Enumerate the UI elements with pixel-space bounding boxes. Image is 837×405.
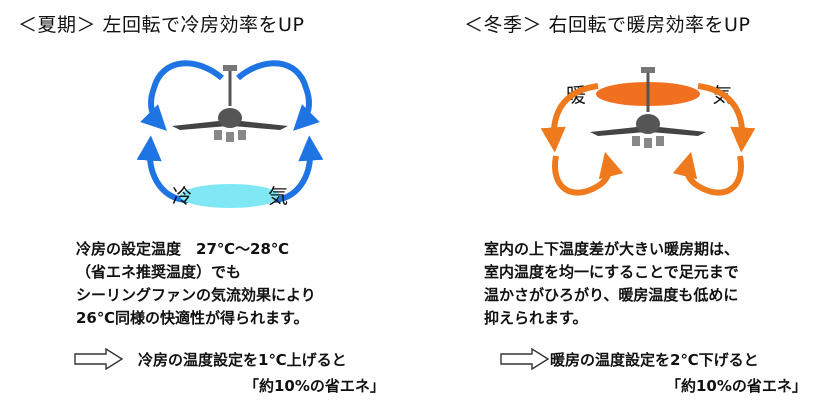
- winter-description: 室内の上下温度差が大きい暖房期は、 室内温度を均一にすることで足元まで 温かさが…: [484, 238, 739, 330]
- winter-flow-arrow-right: [697, 83, 756, 153]
- winter-line: 室内温度を均一にすることで足元まで: [484, 263, 739, 281]
- summer-flow-arrow-right: [236, 60, 320, 131]
- cool-air-ellipse: [180, 184, 280, 208]
- summer-description: 冷房の設定温度 27℃～28℃ （省エネ推奨温度）でも シーリングファンの気流効…: [76, 238, 316, 330]
- ceiling-fan-icon: [590, 67, 706, 148]
- summer-return-arrow-left: [136, 135, 189, 203]
- winter-panel: ＜冬季＞ 右回転で暖房効率をUP 暖 気: [418, 0, 836, 405]
- winter-title: ＜冬季＞ 右回転で暖房効率をUP: [464, 14, 751, 36]
- winter-effect-arrow-icon: [500, 348, 550, 370]
- winter-effect-text: 暖房の温度設定を2℃下げると: [550, 351, 759, 369]
- winter-line: 温かさがひろがり、暖房温度も低めに: [484, 286, 739, 304]
- summer-return-arrow-right: [271, 135, 324, 203]
- summer-line: 冷房の設定温度 27℃～28℃: [76, 240, 290, 258]
- winter-return-arrow-left: [552, 151, 624, 196]
- summer-title: ＜夏期＞ 左回転で冷房効率をUP: [18, 14, 305, 36]
- summer-saving-text: 「約10%の省エネ」: [244, 377, 385, 395]
- summer-panel: ＜夏期＞ 左回転で冷房効率をUP 冷 気: [0, 0, 418, 405]
- summer-line: 26℃同様の快適性が得られます。: [76, 309, 309, 327]
- winter-flow-arrow-left: [540, 83, 599, 153]
- summer-line: （省エネ推奨温度）でも: [76, 263, 242, 281]
- summer-flow-arrow-left: [140, 60, 224, 131]
- ceiling-fan-icon: [172, 65, 288, 142]
- winter-line: 抑えられます。: [484, 309, 588, 327]
- summer-air-label-right: 気: [268, 184, 288, 208]
- summer-effect-arrow-icon: [74, 348, 124, 370]
- summer-effect-text: 冷房の温度設定を1℃上げると: [138, 351, 347, 369]
- summer-line: シーリングファンの気流効果により: [76, 286, 316, 304]
- winter-return-arrow-right: [672, 151, 744, 196]
- winter-line: 室内の上下温度差が大きい暖房期は、: [484, 240, 740, 258]
- summer-air-label-left: 冷: [172, 184, 192, 208]
- winter-airflow-diagram: 暖 気: [540, 67, 756, 196]
- winter-saving-text: 「約10%の省エネ」: [666, 377, 807, 395]
- summer-airflow-diagram: 冷 気: [136, 60, 324, 208]
